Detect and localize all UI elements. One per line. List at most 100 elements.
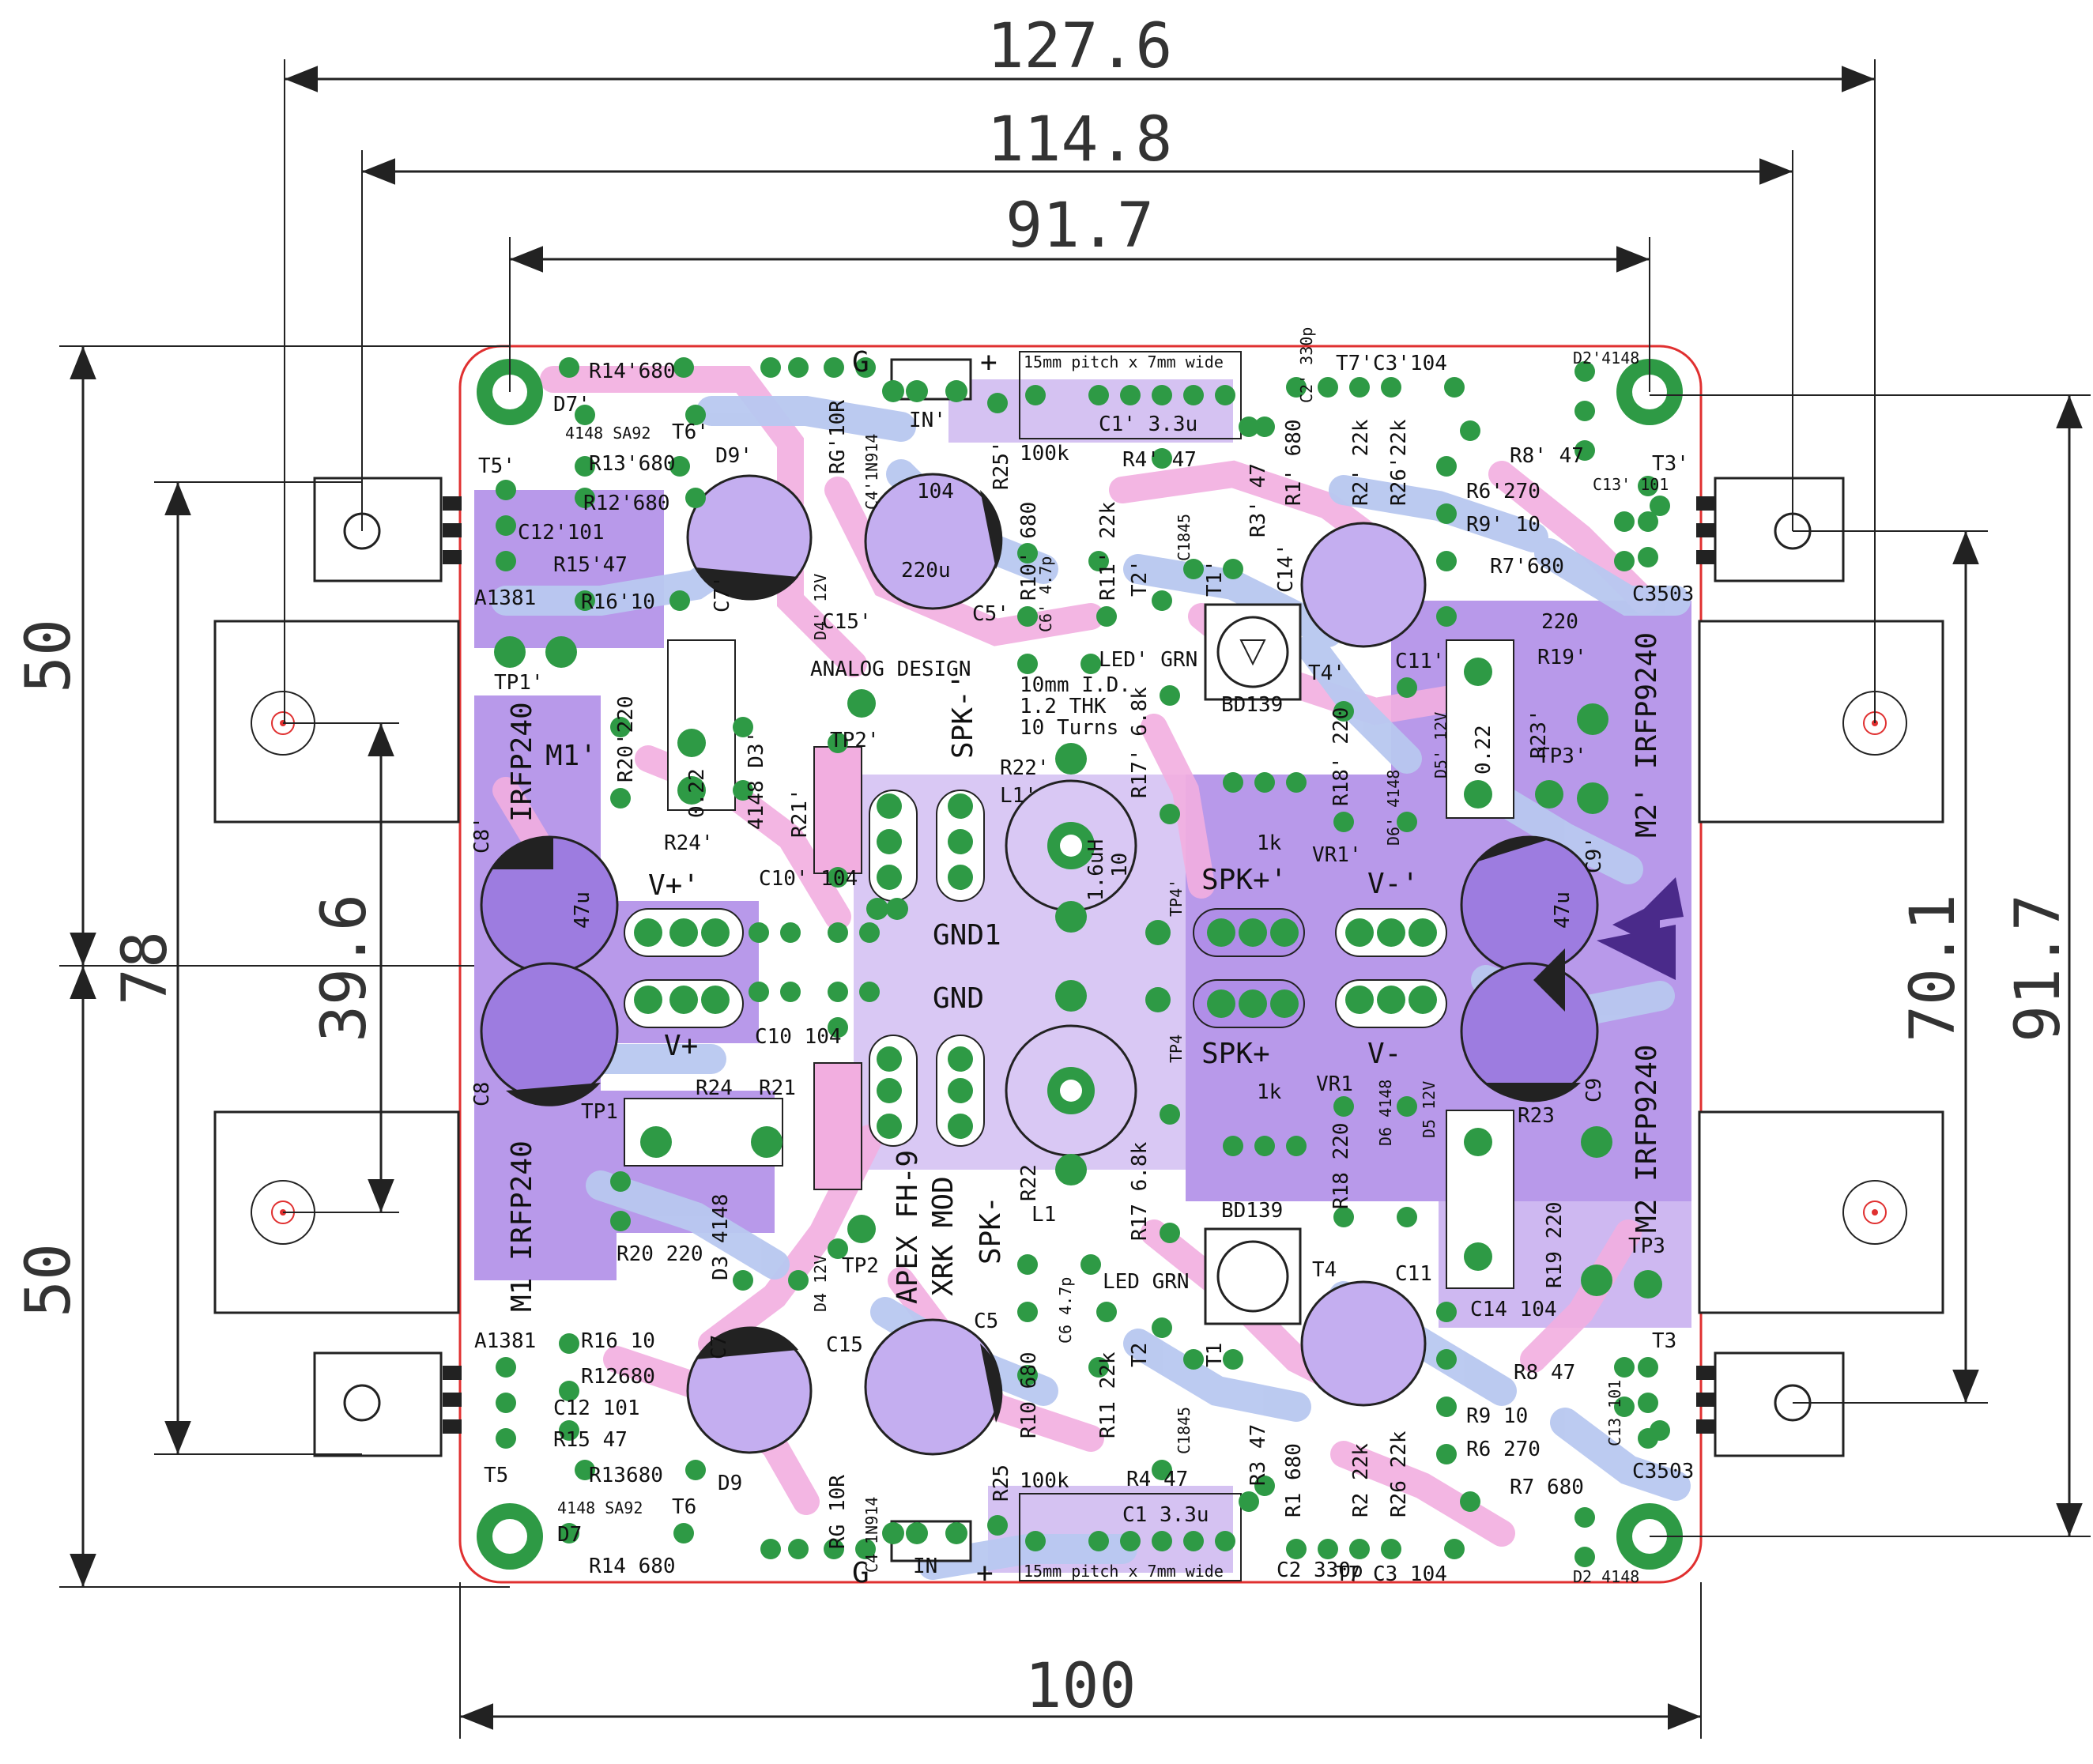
label-r3p: R3' 47 (1246, 463, 1270, 537)
label-r16p: R16'10 (581, 590, 655, 614)
label-r14: R14 680 (589, 1555, 676, 1578)
label-47u-c8p: 47u (571, 891, 594, 929)
label-r17: R17 6.8k (1128, 1141, 1152, 1241)
label-r3: R3 47 (1246, 1424, 1270, 1486)
label-c1845-top: C1845 (1175, 514, 1194, 561)
label-c1845-bottom: C1845 (1175, 1407, 1194, 1454)
label-r26: R26 22k (1387, 1430, 1411, 1517)
label-c2: C2 330p (1277, 1559, 1363, 1582)
label-c4: C4 1N914 (862, 1497, 881, 1573)
side-packages (213, 477, 1944, 1457)
label-gnd: GND (933, 982, 984, 1015)
label-vplus-bottom: V+ (664, 1030, 698, 1062)
label-100k-bottom: 100k (1020, 1469, 1069, 1493)
label-c14: C14 104 (1470, 1298, 1557, 1321)
label-r17p: R17' 6.8k (1128, 687, 1152, 798)
label-r24: R24 (696, 1076, 733, 1100)
dimension-labels: 127.6 114.8 91.7 100 50 50 78 39.6 70.1 … (13, 11, 2074, 1722)
label-t2p: T2' (1128, 560, 1152, 597)
label-vr1p: VR1' (1312, 843, 1362, 867)
trimpots (1204, 603, 1302, 1325)
label-a1381-top: A1381 (474, 586, 536, 610)
label-c15: C15 (826, 1333, 863, 1357)
dim-127-label: 127.6 (987, 11, 1173, 82)
label-r20p: R20'220 (614, 695, 638, 782)
label-rgp: RG'10R (826, 400, 850, 474)
label-c6: C6 4.7p (1056, 1277, 1075, 1344)
label-c9p: C9' (1582, 836, 1606, 873)
label-c3503-bottom: C3503 (1632, 1460, 1694, 1483)
label-c9: C9 (1582, 1078, 1606, 1102)
label-r6p: R6'270 (1466, 480, 1541, 503)
label-vminus-top: V-' (1367, 868, 1419, 900)
dim-50-top-label: 50 (13, 619, 85, 693)
label-c14p: C14' (1274, 543, 1298, 593)
green-pads (496, 357, 1670, 1567)
big-pads (494, 636, 1662, 1298)
mosfet-m2-body (1698, 1110, 1944, 1314)
label-t4p: T4' (1308, 662, 1345, 685)
label-220-top: 220 (1541, 610, 1578, 634)
label-c8p: C8' (470, 816, 494, 854)
inductor-l1p (1005, 779, 1137, 912)
silkscreen-top: R14'680 D7' 4148 SA92 T6' R13'680 D9' RG… (470, 327, 1694, 952)
label-022-top: 0.22 (685, 768, 709, 818)
label-t5: T5 (484, 1464, 508, 1487)
label-c11p: C11' (1395, 650, 1445, 673)
label-r14p: R14'680 (589, 360, 676, 383)
label-tp4p: TP4' (1167, 879, 1186, 917)
label-r2: R2 22k (1349, 1443, 1373, 1517)
label-tp2p: TP2' (830, 729, 880, 752)
transistor-t3-body (1696, 1351, 1845, 1457)
label-c8: C8 (470, 1082, 494, 1106)
capacitor-c7 (686, 1326, 813, 1454)
label-tp4: TP4 (1167, 1035, 1186, 1063)
label-d6p: D6' 4148 (1384, 770, 1403, 846)
label-d7: D7 (557, 1523, 582, 1547)
label-m1: M1 IRFP240 (506, 1140, 538, 1312)
label-47u-c9p: 47u (1551, 891, 1574, 929)
mounting-hole (477, 1503, 543, 1570)
dimension-lines (59, 59, 2091, 1739)
label-d7p: D7' (553, 393, 590, 416)
label-inp: IN' (909, 409, 946, 432)
label-spkp-bottom: SPK+ (1201, 1038, 1270, 1070)
label-l1p: L1' (1000, 784, 1037, 808)
label-plus-bottom: + (976, 1557, 994, 1589)
label-r6: R6 270 (1466, 1438, 1541, 1461)
label-100k-top: 100k (1020, 442, 1069, 466)
inductors (1005, 779, 1137, 1157)
label-c12p: C12'101 (518, 521, 605, 545)
label-r13p: R13'680 (589, 452, 676, 476)
label-m1p: M1' (545, 740, 597, 772)
label-c15p: C15' (822, 610, 872, 634)
capacitor-c5p (864, 473, 1003, 610)
mosfet-m1p-body (213, 620, 460, 824)
label-d9: D9 (718, 1472, 742, 1495)
label-g-top: G (852, 346, 869, 379)
label-m2: M2 IRFP9240 (1631, 1045, 1663, 1233)
dim-78-label: 78 (110, 931, 181, 1005)
capacitor-c9p (1460, 835, 1599, 974)
label-d2p: D2'4148 (1573, 349, 1639, 368)
label-1k-top: 1k (1257, 831, 1282, 855)
capacitor-c14p (1300, 522, 1427, 648)
label-d9p: D9' (715, 444, 752, 468)
label-r26p: R26'22k (1387, 419, 1411, 506)
dim-91-right-label: 91.7 (2003, 894, 2074, 1042)
label-r23p: R23' (1527, 709, 1551, 759)
coil-note-1: 10mm I.D. (1020, 673, 1131, 697)
label-r25: R25 (990, 1464, 1013, 1502)
label-in: IN (913, 1555, 937, 1578)
label-c5: C5 (974, 1310, 998, 1333)
label-c10p: C10' 104 (759, 867, 858, 891)
label-c13p: C13' 101 (1593, 475, 1669, 494)
label-r22p: R22' (1000, 756, 1050, 780)
label-c3p: T7'C3'104 (1336, 352, 1447, 375)
label-r24p: R24' (664, 831, 714, 855)
label-vminus-bottom: V- (1367, 1038, 1401, 1070)
label-gnd1: GND1 (933, 919, 1001, 952)
label-r21: R21 (759, 1076, 796, 1100)
label-r11: R11 22k (1096, 1351, 1120, 1438)
label-r23: R23 (1518, 1104, 1555, 1128)
